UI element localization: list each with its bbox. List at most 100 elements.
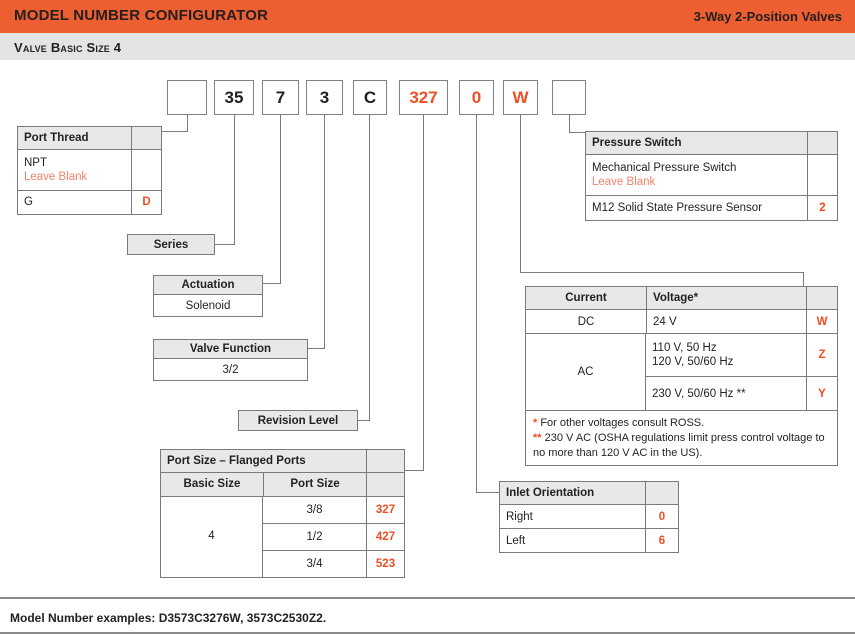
table-header-row: Current Voltage* xyxy=(526,287,837,310)
table-header-row: Inlet Orientation xyxy=(500,482,678,505)
column-header-code xyxy=(131,127,161,150)
table-row[interactable]: 110 V, 50 Hz 120 V, 50/60 Hz Z xyxy=(646,334,837,377)
table-row[interactable]: 3/4 523 xyxy=(263,549,404,577)
cell-code: 6 xyxy=(645,529,678,553)
cell-code: 327 xyxy=(366,496,404,523)
cell-current: DC xyxy=(577,315,595,328)
leader-line xyxy=(280,115,281,283)
page-header-bar xyxy=(0,0,855,33)
table-row[interactable]: 1/2 427 xyxy=(263,522,404,550)
cell-code xyxy=(131,150,161,191)
table-row[interactable]: DC 24 V W xyxy=(526,309,837,334)
cell-switch-type: M12 Solid State Pressure Sensor xyxy=(592,202,763,215)
column-header-code xyxy=(366,473,404,496)
leader-line xyxy=(214,244,235,245)
footnote-1-mark: * xyxy=(533,417,538,430)
leader-line xyxy=(234,115,235,244)
table-footnote-row: * For other voltages consult ROSS. ** 23… xyxy=(526,410,837,465)
column-header-code xyxy=(645,482,678,505)
subheader-label: Valve Basic Size 4 xyxy=(14,40,122,55)
cell-voltage: 230 V, 50/60 Hz ** xyxy=(652,387,746,400)
cell-switch-type: Mechanical Pressure Switch Leave Blank xyxy=(586,155,807,195)
footnote-1-text: For other voltages consult ROSS. xyxy=(537,417,705,430)
subheader-bar xyxy=(0,33,855,60)
table-port-thread: Port Thread NPT Leave Blank G D xyxy=(17,126,162,215)
leader-line xyxy=(520,272,803,273)
column-header-port-thread: Port Thread xyxy=(18,127,131,150)
table-header-row: Port Thread xyxy=(18,127,161,150)
code-box-inlet-orientation[interactable]: 0 xyxy=(459,80,494,115)
code-box-port-size[interactable]: 327 xyxy=(399,80,448,115)
table-row[interactable]: 3/8 327 xyxy=(263,496,404,523)
column-header-port-size: Port Size xyxy=(263,473,366,496)
voltage-footnotes: * For other voltages consult ROSS. ** 23… xyxy=(526,411,837,465)
table-row[interactable]: NPT Leave Blank xyxy=(18,149,161,191)
code-box-pressure-switch[interactable] xyxy=(552,80,586,115)
table-body: AC 110 V, 50 Hz 120 V, 50/60 Hz Z 230 V,… xyxy=(526,333,837,411)
leader-line xyxy=(476,115,477,492)
leader-line xyxy=(423,115,424,470)
leader-line xyxy=(803,272,804,286)
cell-orientation: Left xyxy=(506,534,526,547)
leader-line xyxy=(369,115,370,420)
table-header-row: Pressure Switch xyxy=(586,132,837,155)
table-port-size: Port Size – Flanged Ports Basic Size Por… xyxy=(160,449,405,578)
table-inlet-orientation: Inlet Orientation Right 0 Left 6 xyxy=(499,481,679,554)
cell-code xyxy=(807,155,837,196)
code-box-actuation[interactable]: 7 xyxy=(262,80,299,115)
leader-line xyxy=(476,492,499,493)
code-box-series[interactable]: 35 xyxy=(214,80,254,115)
leader-line xyxy=(306,348,325,349)
leader-line xyxy=(353,420,370,421)
table-row[interactable]: M12 Solid State Pressure Sensor 2 xyxy=(586,195,837,221)
leader-line xyxy=(158,131,188,132)
leader-line xyxy=(569,132,585,133)
cell-orientation: Right xyxy=(506,510,533,523)
leader-line xyxy=(262,283,281,284)
column-header-current: Current xyxy=(526,287,646,309)
footnote-2: ** 230 V AC (OSHA regulations limit pres… xyxy=(533,431,830,461)
cell-code: 0 xyxy=(645,505,678,529)
cell-current: AC xyxy=(577,366,594,379)
cell-thread-type: G xyxy=(24,196,33,209)
column-header-pressure-switch: Pressure Switch xyxy=(586,132,807,155)
header-product-family: 3-Way 2-Position Valves xyxy=(693,9,842,24)
bottom-rule xyxy=(0,632,855,634)
switch-sublabel: Leave Blank xyxy=(592,176,656,189)
voltage-line-1: 110 V, 50 Hz xyxy=(652,342,717,354)
footnote-2-mark: ** xyxy=(533,432,542,445)
table-row[interactable]: Right 0 xyxy=(500,504,678,529)
table-row[interactable]: 230 V, 50/60 Hz ** Y xyxy=(646,376,837,411)
code-box-voltage[interactable]: W xyxy=(503,80,538,115)
code-box-revision-level[interactable]: C xyxy=(353,80,387,115)
footer-examples: Model Number examples: D3573C3276W, 3573… xyxy=(10,611,327,625)
leader-line xyxy=(399,470,424,471)
thread-label: NPT xyxy=(24,157,47,169)
code-box-valve-function[interactable]: 3 xyxy=(306,80,343,115)
table-subheader-row: Basic Size Port Size xyxy=(161,472,404,496)
cell-thread-type: NPT Leave Blank xyxy=(18,150,131,190)
callout-revision-level: Revision Level xyxy=(238,410,358,431)
cell-port-size: 3/4 xyxy=(306,557,323,570)
column-header-code xyxy=(806,287,837,310)
leader-line xyxy=(569,115,570,132)
footer-divider xyxy=(0,597,855,599)
table-row[interactable]: Left 6 xyxy=(500,528,678,553)
callout-valve-function-value: 3/2 xyxy=(153,359,308,381)
code-box-port-thread[interactable] xyxy=(167,80,207,115)
callout-actuation-title: Actuation xyxy=(153,275,263,295)
column-header-voltage: Voltage* xyxy=(646,287,806,310)
cell-port-size: 3/8 xyxy=(306,503,323,516)
column-header-port-size-title: Port Size – Flanged Ports xyxy=(161,450,366,473)
cell-voltage: 110 V, 50 Hz 120 V, 50/60 Hz xyxy=(646,334,806,376)
callout-series: Series xyxy=(127,234,215,255)
column-header-code xyxy=(807,132,837,155)
cell-code: D xyxy=(131,191,161,214)
table-row[interactable]: G D xyxy=(18,190,161,214)
table-row[interactable]: Mechanical Pressure Switch Leave Blank xyxy=(586,154,837,196)
cell-port-size: 1/2 xyxy=(306,530,323,543)
cell-code: Y xyxy=(806,377,837,411)
cell-code: Z xyxy=(806,334,837,377)
page-title: MODEL NUMBER CONFIGURATOR xyxy=(14,7,269,24)
